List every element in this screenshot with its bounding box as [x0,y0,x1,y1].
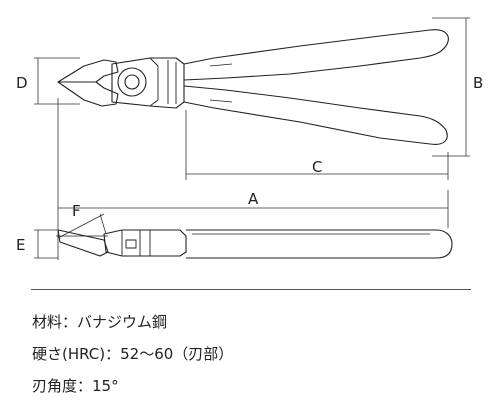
dimension-lines [34,17,470,260]
separator-line [31,289,471,290]
upper-jaw [57,59,119,83]
side-joint [103,229,187,257]
lower-jaw [57,81,119,107]
dim-label-e: E [16,236,25,254]
upper-handle [183,29,449,81]
side-jaw-tip [57,229,109,257]
pivot-inner [124,74,140,90]
dim-label-d: D [16,74,28,92]
dim-label-c: C [312,158,322,176]
lower-handle [183,85,448,145]
spec-edge-angle: 刃角度：15° [32,377,119,395]
dim-label-b: B [473,74,483,92]
pivot-outer [117,67,147,97]
side-handle [186,229,453,259]
nipper-side-view [56,229,453,259]
spec-material: 材料：バナジウム鋼 [32,313,168,331]
dim-label-f: F [72,202,81,220]
nipper-top-view [57,29,449,145]
plier-dimension-diagram: D B C A F E [16,17,483,260]
joint-body [111,57,185,109]
dim-label-a: A [248,190,259,208]
spec-hardness: 硬さ(HRC)：52〜60（刃部） [32,345,234,363]
